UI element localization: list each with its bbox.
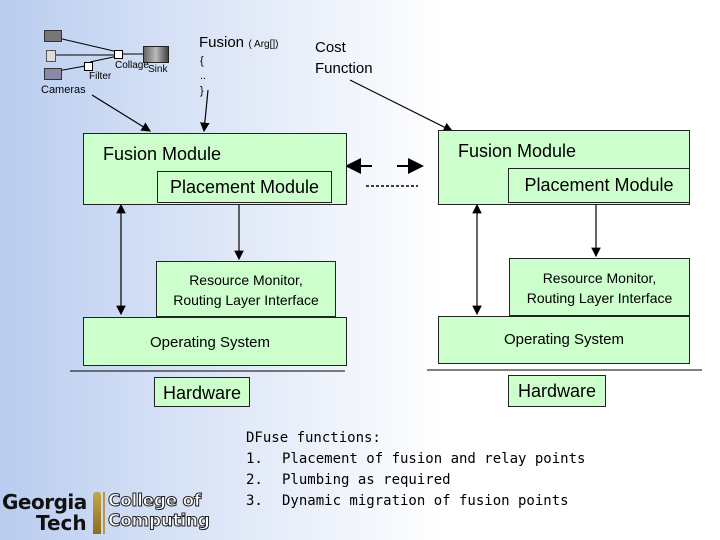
collage-node-icon (114, 50, 123, 59)
dfuse-heading: DFuse functions: (246, 430, 381, 446)
sink-display-icon (143, 46, 169, 63)
logo-tower-icon (93, 492, 101, 534)
camera-icon-2 (46, 50, 56, 62)
left-hardware-box: Hardware (154, 377, 250, 407)
logo-tech: Tech (36, 511, 87, 535)
left-operating-system-box: Operating System (83, 317, 347, 366)
camera-icon-1 (44, 30, 62, 42)
code-dots: .. (200, 70, 207, 82)
dfuse-item-text: Dynamic migration of fusion points (282, 493, 569, 509)
logo-computing: Computing (108, 511, 211, 532)
left-placement-module-box: Placement Module (157, 171, 332, 203)
right-resource-monitor-label: Resource Monitor, Routing Layer Interfac… (526, 270, 673, 306)
left-fusion-module-label: Fusion Module (103, 144, 222, 164)
right-operating-system-box: Operating System (438, 316, 690, 364)
code-close-brace: } (200, 85, 204, 97)
dfuse-item-num: 3. (246, 493, 263, 509)
right-hardware-box: Hardware (508, 375, 606, 407)
right-placement-module-box: Placement Module (508, 168, 690, 203)
logo-college-of: College of (107, 491, 202, 512)
arrow-code-to-fusion (200, 89, 210, 133)
cameras-label: Cameras (41, 84, 86, 96)
code-open-brace: { (200, 55, 204, 67)
right-placement-module-label: Placement Module (524, 175, 674, 195)
arrow-cost-to-fusion (349, 79, 454, 132)
sink-label: Sink (148, 64, 168, 75)
dfuse-item-num: 2. (246, 472, 263, 488)
logo-divider (103, 492, 105, 534)
camera-icon-3 (44, 68, 62, 80)
dfuse-item-num: 1. (246, 451, 263, 467)
right-fusion-module-label: Fusion Module (458, 141, 577, 161)
right-operating-system-label: Operating System (503, 331, 625, 348)
fusion-function-label: Fusion ( Arg[]) (199, 34, 279, 52)
arrow-cameras-to-fusion (91, 94, 152, 132)
collage-label: Collage (115, 60, 149, 71)
fusion-name: Fusion (199, 34, 245, 51)
left-hardware-label: Hardware (162, 383, 242, 403)
dfuse-item: 1. Placement of fusion and relay points (246, 449, 626, 470)
dfuse-item: 3. Dynamic migration of fusion points (246, 491, 626, 512)
filter-label: Filter (89, 71, 112, 82)
dfuse-item-text: Placement of fusion and relay points (282, 451, 586, 467)
filter-node-icon (84, 62, 93, 71)
dfuse-item: 2. Plumbing as required (246, 470, 626, 491)
fusion-args: ( Arg[]) (248, 39, 279, 50)
logo-georgia: Georgia (2, 490, 87, 514)
cost-function-label: Cost Function (315, 39, 373, 77)
dfuse-functions: DFuse functions: 1. Placement of fusion a… (246, 428, 626, 512)
left-resource-monitor-box: Resource Monitor, Routing Layer Interfac… (156, 261, 336, 317)
right-resource-monitor-box: Resource Monitor, Routing Layer Interfac… (509, 258, 690, 316)
left-operating-system-label: Operating System (149, 334, 271, 351)
dfuse-item-text: Plumbing as required (282, 472, 451, 488)
left-placement-module-label: Placement Module (169, 177, 320, 197)
right-hardware-label: Hardware (517, 381, 597, 401)
georgia-tech-logo: Georgia Tech College of Computing (2, 490, 214, 536)
left-resource-monitor-label: Resource Monitor, Routing Layer Interfac… (173, 272, 319, 308)
